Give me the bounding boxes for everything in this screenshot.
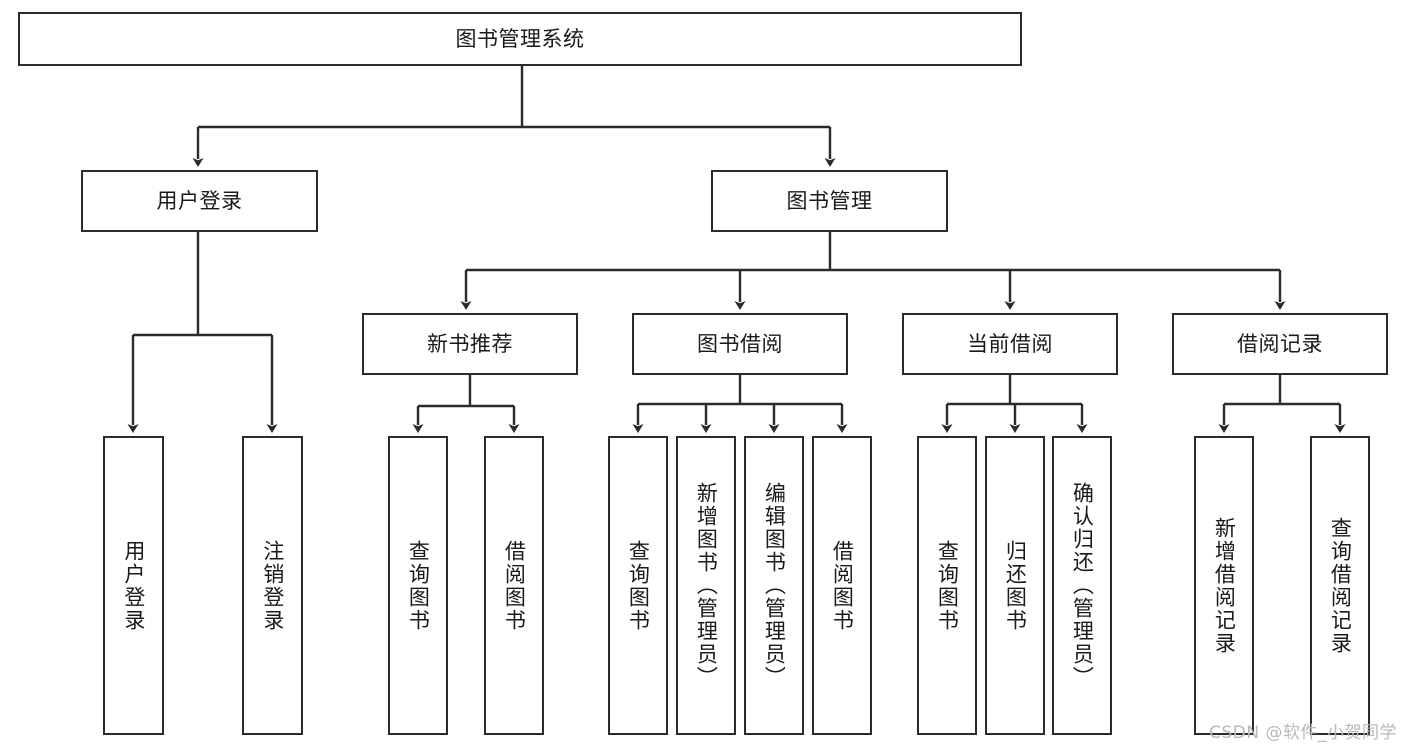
leaf-borrow-edit-book-admin[interactable]: 编辑图书（管理员）	[744, 436, 804, 735]
leaf-current-return-books[interactable]: 归还图书	[985, 436, 1045, 735]
node-label: 用户登录	[121, 539, 146, 632]
node-current-borrow[interactable]: 当前借阅	[902, 313, 1118, 375]
node-new-book-recommend[interactable]: 新书推荐	[362, 313, 578, 375]
node-label: 借阅记录	[1237, 331, 1323, 356]
node-label: 借阅图书	[830, 539, 855, 632]
leaf-borrow-query-books[interactable]: 查询图书	[608, 436, 668, 735]
node-book-management[interactable]: 图书管理	[711, 170, 948, 232]
leaf-user-logout[interactable]: 注销登录	[242, 436, 303, 735]
node-label: 确认归还（管理员）	[1070, 482, 1095, 689]
node-label: 查询图书	[935, 539, 960, 632]
node-label: 新书推荐	[427, 331, 513, 356]
leaf-borrow-add-book-admin[interactable]: 新增图书（管理员）	[676, 436, 736, 735]
leaf-newbook-borrow-books[interactable]: 借阅图书	[484, 436, 544, 735]
leaf-borrow-borrow-books[interactable]: 借阅图书	[812, 436, 872, 735]
leaf-current-query-books[interactable]: 查询图书	[917, 436, 977, 735]
node-user-login[interactable]: 用户登录	[81, 170, 318, 232]
node-borrow-record[interactable]: 借阅记录	[1172, 313, 1388, 375]
node-label: 图书管理	[786, 188, 873, 213]
node-label: 借阅图书	[502, 539, 527, 632]
node-root-system[interactable]: 图书管理系统	[18, 12, 1022, 66]
node-label: 注销登录	[260, 539, 285, 632]
leaf-record-add-borrow-record[interactable]: 新增借阅记录	[1194, 436, 1254, 735]
leaf-newbook-query-books[interactable]: 查询图书	[388, 436, 448, 735]
node-book-borrow[interactable]: 图书借阅	[632, 313, 848, 375]
node-label: 归还图书	[1003, 539, 1028, 632]
watermark-text: CSDN @软件_小贺同学	[1209, 723, 1397, 743]
node-label: 用户登录	[156, 188, 243, 213]
node-label: 新增图书（管理员）	[694, 482, 719, 689]
node-label: 查询图书	[406, 539, 431, 632]
node-label: 新增借阅记录	[1212, 516, 1237, 655]
node-label: 当前借阅	[967, 331, 1053, 356]
node-label: 查询借阅记录	[1328, 516, 1353, 655]
leaf-current-confirm-return-admin[interactable]: 确认归还（管理员）	[1052, 436, 1112, 735]
node-label: 图书借阅	[697, 331, 783, 356]
node-label: 图书管理系统	[455, 26, 585, 51]
node-label: 编辑图书（管理员）	[762, 482, 787, 689]
leaf-user-login[interactable]: 用户登录	[103, 436, 164, 735]
leaf-record-query-borrow-record[interactable]: 查询借阅记录	[1310, 436, 1370, 735]
node-label: 查询图书	[626, 539, 651, 632]
